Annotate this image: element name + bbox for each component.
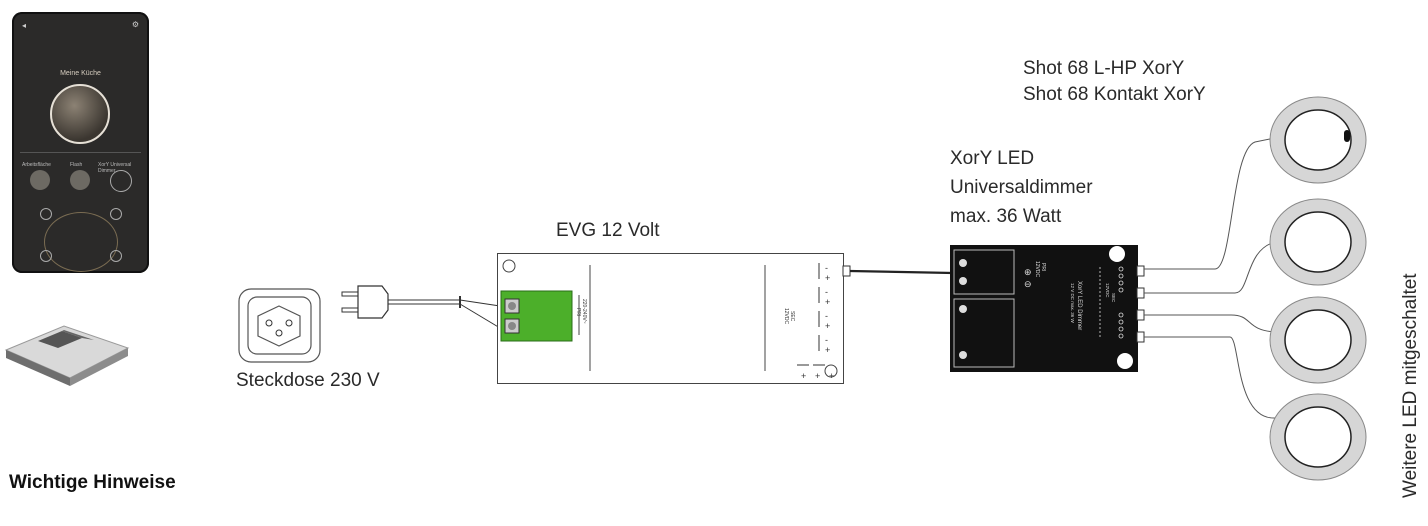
kitchen-room-image [50,84,110,144]
settings-icon: ⚙ [131,20,139,29]
device-label-2: Flash [70,162,83,168]
shot-label-2: Shot 68 Kontakt XorY [1023,84,1206,105]
weitere-led-label: Weitere LED mitgeschaltet [1400,273,1421,498]
svg-text:+: + [825,345,830,355]
svg-text:-: - [825,287,828,297]
svg-text:+: + [825,321,830,331]
dimmer-brand-text: XorY LED Dimmer [1076,281,1082,330]
control-ring [44,212,118,272]
svg-text:+: + [829,371,834,381]
evg-sec-rating: 12VDC [783,308,789,325]
svg-text:+: + [825,273,830,283]
socket-icon [238,288,321,363]
svg-text:+: + [815,371,820,381]
evg-pri-text: PRI [575,308,581,316]
led-light-2 [1269,198,1367,286]
svg-text:⊕: ⊕ [1024,267,1032,277]
device-icon-2 [70,170,90,190]
xory-led-dimmer: ⊕ ⊖ PRI 12VDC XorY LED Dimmer 12 V DC ma… [950,245,1138,372]
led-light-1 [1269,96,1367,184]
wichtige-hinweise-link[interactable]: Wichtige Hinweise [9,472,176,493]
led-wiring [1136,137,1276,419]
svg-text:-: - [825,335,828,345]
dimmer-pri-text: PRI [1040,263,1046,271]
wall-switch-image [4,325,130,386]
device-icon-1 [30,170,50,190]
dimmer-spec-text: 12 V DC max. 36 W [1070,283,1075,324]
evg-sec-text: SEC [789,311,795,322]
dimmer-label-2: Universaldimmer [950,177,1093,198]
evg-label: EVG 12 Volt [556,220,660,241]
control-button-2 [110,208,122,220]
control-button-4 [110,250,122,262]
svg-text:⊖: ⊖ [1024,279,1032,289]
bulb-icon [110,170,132,192]
power-cord [341,285,501,329]
device-label-3: XorY Universal Dimmer [98,162,132,174]
evg-transformer: PRI 220-240V~ SEC 12VDC -+ -+ -+ -+ +++ [497,253,844,384]
control-button-1 [40,208,52,220]
svg-text:+: + [825,297,830,307]
back-icon: ◂ [22,21,27,30]
smartphone-app-image: ◂ ⚙ Meine Küche Arbeitsfläche Flash XorY… [12,12,149,273]
evg-pri-rating: 220-240V~ [581,299,587,324]
led-light-3 [1269,296,1367,384]
led-light-4 [1269,393,1367,481]
svg-text:+: + [801,371,806,381]
svg-text:-: - [825,311,828,321]
dc-cable [842,265,954,277]
shot-label-1: Shot 68 L-HP XorY [1023,58,1185,79]
dimmer-label-3: max. 36 Watt [950,206,1062,227]
dimmer-label-1: XorY LED [950,148,1035,169]
app-screen-title: Meine Küche [60,70,101,77]
dimmer-sec-rating: 12VDC [1105,283,1110,298]
control-button-3 [40,250,52,262]
app-divider [20,152,141,153]
device-label-1: Arbeitsfläche [22,162,51,168]
dimmer-pri-rating: 12VDC [1034,261,1040,278]
svg-text:-: - [825,263,828,273]
dimmer-sec-text: SEC [1111,293,1116,303]
socket-label: Steckdose 230 V [236,370,380,391]
